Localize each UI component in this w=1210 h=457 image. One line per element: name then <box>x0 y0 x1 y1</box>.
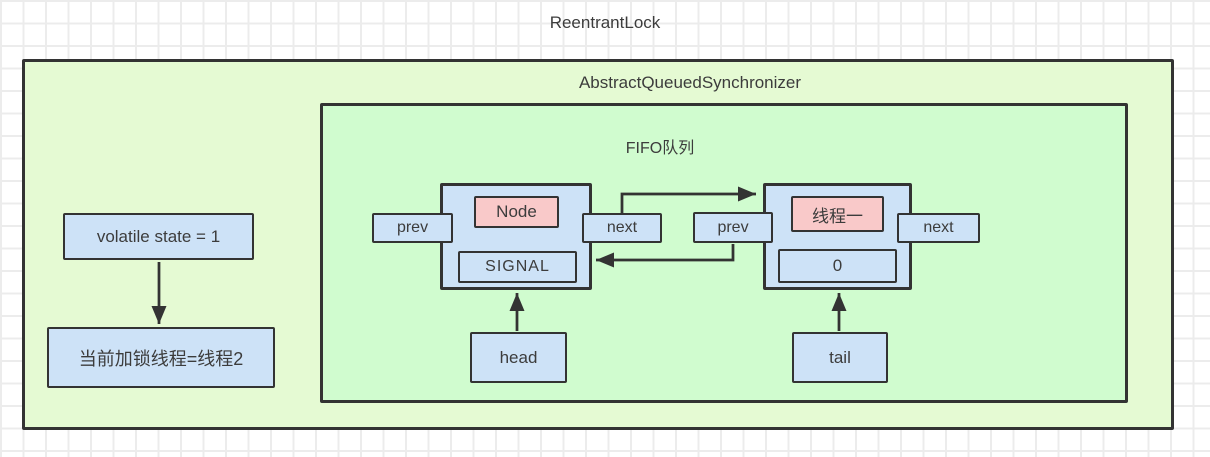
volatile-state-box: volatile state = 1 <box>63 213 254 260</box>
aqs-title: AbstractQueuedSynchronizer <box>578 73 802 92</box>
node-2-title-box: 线程一 <box>791 196 884 232</box>
node-2-next-box: next <box>897 213 980 243</box>
node-1-next-box: next <box>582 213 662 243</box>
node-2-waitstatus-box: 0 <box>778 249 897 283</box>
head-pointer-box: head <box>470 332 567 383</box>
node-1-prev-box: prev <box>372 213 453 243</box>
node-1-waitstatus-box: SIGNAL <box>458 251 577 283</box>
current-lock-thread-box: 当前加锁线程=线程2 <box>47 327 275 388</box>
tail-pointer-box: tail <box>792 332 888 383</box>
fifo-queue-title: FIFO队列 <box>625 140 695 157</box>
node-2-prev-box: prev <box>693 212 773 243</box>
node-1-title-box: Node <box>474 196 559 228</box>
diagram-title: ReentrantLock <box>549 13 661 32</box>
